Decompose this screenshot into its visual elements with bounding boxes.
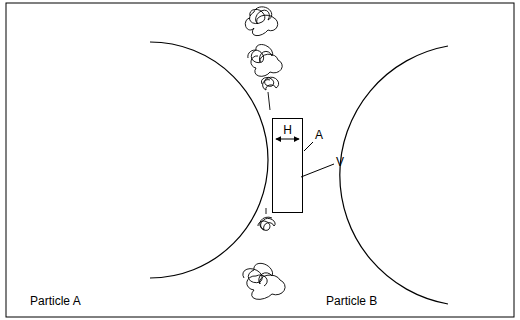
callout-label: V [336,155,344,169]
particle-b-outline [340,46,448,304]
gap-symbol: H [273,123,302,137]
polymer-coil [245,7,277,36]
frame-border [6,3,514,317]
polymer-coil [243,263,285,299]
gap-volume-box: H [272,118,303,213]
particle-label: Particle A [30,294,81,308]
polymer-coil [248,45,282,77]
leader-line [304,142,313,151]
polymer-coils [243,7,285,300]
particle-label: Particle B [326,294,377,308]
gap-dimension-arrow [276,139,299,140]
leader-line [301,164,334,177]
polymer-coil [262,77,279,110]
callout-label: A [315,128,323,142]
particle-a-outline [150,42,268,278]
